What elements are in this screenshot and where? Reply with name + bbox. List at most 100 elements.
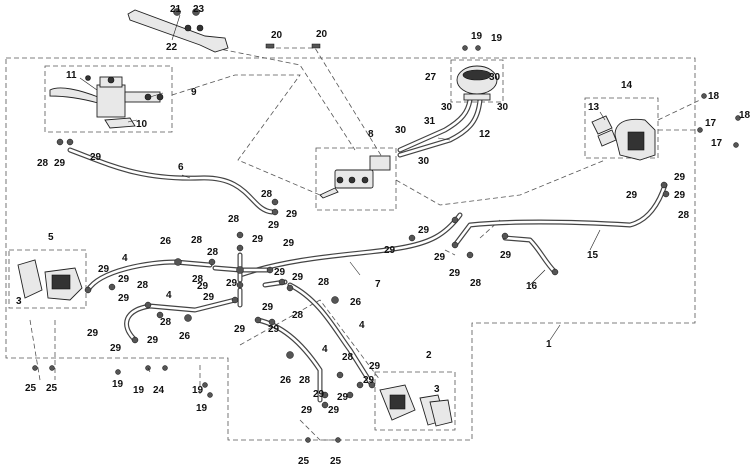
leader-block-to-rear bbox=[395, 159, 606, 206]
bolts-and-fittings bbox=[32, 8, 741, 443]
callout-28: 28 bbox=[160, 317, 172, 328]
callout-29: 29 bbox=[274, 267, 286, 278]
callout-29: 29 bbox=[626, 190, 638, 201]
callout-25: 25 bbox=[46, 383, 58, 394]
callout-29: 29 bbox=[292, 272, 304, 283]
callout-9: 9 bbox=[191, 87, 197, 98]
callout-29: 29 bbox=[98, 264, 110, 275]
callout-4: 4 bbox=[122, 253, 128, 264]
callout-29: 29 bbox=[118, 274, 130, 285]
callout-29: 29 bbox=[313, 389, 325, 400]
callout-13: 13 bbox=[588, 102, 600, 113]
callout-29: 29 bbox=[147, 335, 159, 346]
brake-pedal-arm bbox=[127, 9, 229, 53]
leader-lower-caliper bbox=[29, 299, 381, 441]
callout-22: 22 bbox=[166, 42, 178, 53]
assembly-outline-box bbox=[5, 57, 696, 441]
proportioning-valve-block bbox=[319, 155, 391, 199]
callout-28: 28 bbox=[318, 277, 330, 288]
callout-29: 29 bbox=[449, 268, 461, 279]
master-cylinder-box bbox=[44, 65, 173, 133]
callout-29: 29 bbox=[674, 172, 686, 183]
leader-master-to-block bbox=[171, 74, 321, 196]
callout-28: 28 bbox=[137, 280, 149, 291]
callout-29: 29 bbox=[54, 158, 66, 169]
callout-30: 30 bbox=[395, 125, 407, 136]
callout-28: 28 bbox=[299, 375, 311, 386]
callout-30: 30 bbox=[441, 102, 453, 113]
callout-24: 24 bbox=[153, 385, 165, 396]
callout-25: 25 bbox=[298, 456, 310, 467]
callout-27: 27 bbox=[425, 72, 437, 83]
callout-19: 19 bbox=[471, 31, 483, 42]
callout-29: 29 bbox=[118, 293, 130, 304]
callout-3: 3 bbox=[434, 384, 440, 395]
callout-10: 10 bbox=[136, 119, 148, 130]
callout-29: 29 bbox=[268, 220, 280, 231]
callout-11: 11 bbox=[66, 70, 77, 81]
callout-30: 30 bbox=[418, 156, 430, 167]
callout-29: 29 bbox=[418, 225, 430, 236]
callout-29: 29 bbox=[301, 405, 313, 416]
callout-29: 29 bbox=[369, 361, 381, 372]
callout-29: 29 bbox=[252, 234, 264, 245]
callout-31: 31 bbox=[424, 116, 436, 127]
front-left-caliper bbox=[17, 259, 83, 301]
callout-4: 4 bbox=[166, 290, 172, 301]
callout-21: 21 bbox=[170, 4, 182, 15]
callout-leader-lines bbox=[79, 14, 606, 373]
callout-19: 19 bbox=[192, 385, 204, 396]
callout-29: 29 bbox=[674, 190, 686, 201]
leader-pedal-to-block bbox=[214, 47, 356, 151]
callout-26: 26 bbox=[280, 375, 292, 386]
callout-23: 23 bbox=[193, 4, 205, 15]
callout-1: 1 bbox=[546, 339, 552, 350]
callout-28: 28 bbox=[678, 210, 690, 221]
callout-7: 7 bbox=[375, 279, 381, 290]
rear-caliper-box bbox=[374, 371, 456, 431]
callout-19: 19 bbox=[112, 379, 124, 390]
callout-29: 29 bbox=[328, 405, 340, 416]
right-caliper-box bbox=[584, 97, 659, 159]
leader-bolt20-to-block bbox=[268, 47, 391, 171]
callout-28: 28 bbox=[191, 235, 203, 246]
callout-19: 19 bbox=[196, 403, 208, 414]
center-block-box bbox=[315, 147, 397, 211]
callout-14: 14 bbox=[621, 80, 633, 91]
callout-2: 2 bbox=[426, 350, 432, 361]
callout-28: 28 bbox=[37, 158, 49, 169]
callout-17: 17 bbox=[705, 118, 717, 129]
callout-5: 5 bbox=[48, 232, 54, 243]
callout-29: 29 bbox=[234, 324, 246, 335]
rear-caliper bbox=[379, 384, 453, 427]
callout-12: 12 bbox=[479, 129, 491, 140]
reservoir-box bbox=[450, 59, 504, 103]
callout-4: 4 bbox=[359, 320, 365, 331]
leader-bolts-to-caliper bbox=[444, 219, 501, 256]
callout-29: 29 bbox=[286, 209, 298, 220]
callout-29: 29 bbox=[384, 245, 396, 256]
callout-25: 25 bbox=[330, 456, 342, 467]
callout-4: 4 bbox=[322, 344, 328, 355]
front-right-caliper bbox=[591, 115, 656, 161]
callout-20: 20 bbox=[316, 29, 328, 40]
callout-30: 30 bbox=[497, 102, 509, 113]
callout-29: 29 bbox=[500, 250, 512, 261]
callout-6: 6 bbox=[178, 162, 184, 173]
callout-19: 19 bbox=[491, 33, 503, 44]
callout-20: 20 bbox=[271, 30, 283, 41]
callout-18: 18 bbox=[739, 110, 751, 121]
callout-28: 28 bbox=[192, 274, 204, 285]
callout-18: 18 bbox=[708, 91, 720, 102]
callout-29: 29 bbox=[110, 343, 122, 354]
brake-pipe-16 bbox=[502, 235, 558, 275]
callout-29: 29 bbox=[268, 324, 280, 335]
callout-29: 29 bbox=[262, 302, 274, 313]
callout-29: 29 bbox=[363, 375, 375, 386]
callout-29: 29 bbox=[337, 392, 349, 403]
callout-16: 16 bbox=[526, 281, 538, 292]
callout-17: 17 bbox=[711, 138, 723, 149]
callout-29: 29 bbox=[197, 281, 209, 292]
